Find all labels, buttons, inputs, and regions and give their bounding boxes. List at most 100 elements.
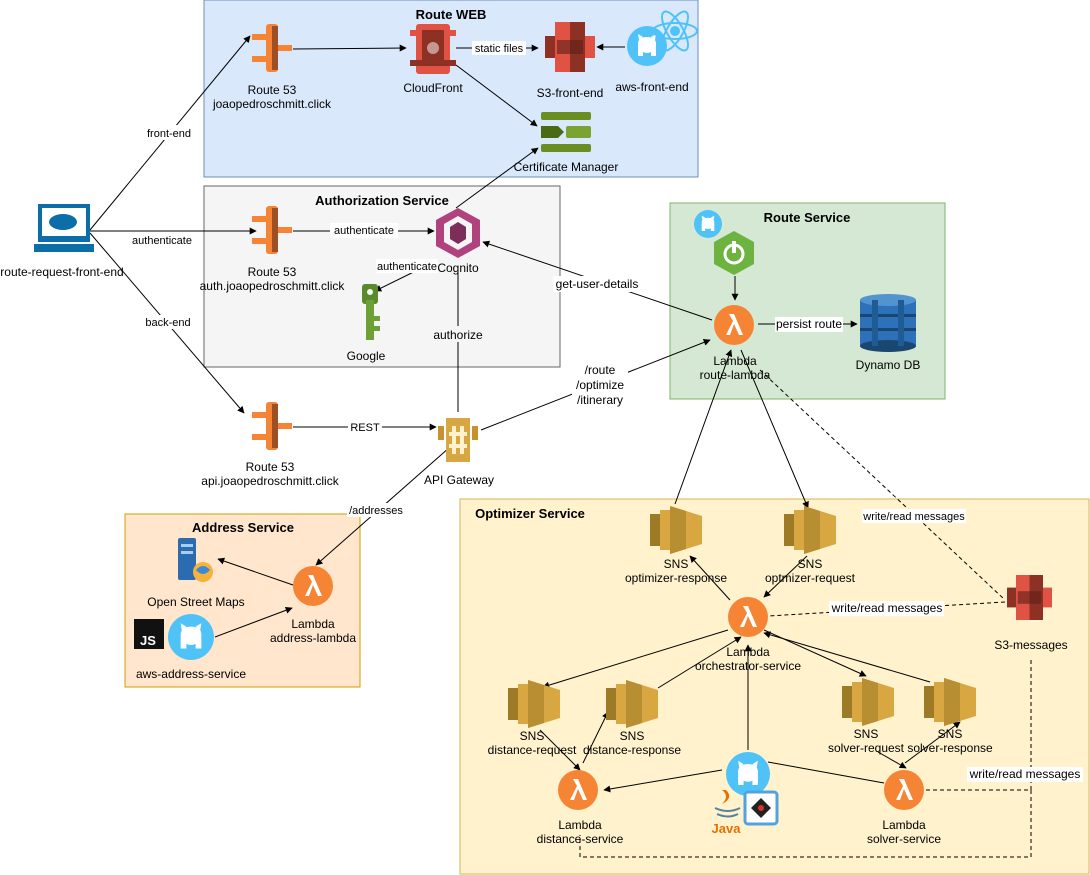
s3-front-end-label: S3-front-end: [537, 86, 604, 100]
solver-lambda-label: Lambda: [882, 818, 926, 832]
sns-distance-request-name: distance-request: [488, 743, 577, 757]
sns-optimizer-response-label: SNS: [664, 557, 689, 571]
dynamo-db-node[interactable]: Dynamo DB: [856, 294, 921, 372]
certificate-icon: [541, 112, 591, 152]
javascript-icon: [134, 619, 164, 649]
edge-label-authenticate-1: authenticate: [132, 235, 192, 247]
dashed-edges: [579, 369, 1032, 858]
sns-solver-response-node[interactable]: SNS solver-response: [907, 678, 993, 755]
edge-lambda-dist-resp: [582, 711, 609, 764]
client-label: route-request-front-end: [0, 265, 123, 279]
route-service-icons: [694, 210, 754, 275]
edge-label-addresses: /addresses: [349, 505, 403, 517]
orchestrator-lambda-node[interactable]: Lambda orchestrator-service: [695, 597, 801, 673]
edge-label-get-user-details: get-user-details: [556, 277, 639, 291]
sns-distance-response-node[interactable]: SNS distance-response: [583, 680, 681, 757]
distance-lambda-node[interactable]: Lambda distance-service: [537, 770, 624, 846]
lambda-icon: [884, 770, 924, 810]
cloudfront-node[interactable]: CloudFront: [403, 24, 463, 95]
lambda-icon: [728, 597, 768, 637]
address-lambda-node[interactable]: Lambda address-lambda: [270, 566, 356, 645]
sns-distance-response-name: distance-response: [583, 743, 681, 757]
edge-label-authenticate-2: authenticate: [334, 225, 394, 237]
aws-front-end-node[interactable]: aws-front-end: [615, 8, 698, 94]
solver-lambda-node[interactable]: Lambda solver-service: [867, 770, 941, 846]
edge-lambda-solv-resp: [904, 721, 961, 764]
edge-label-static-files: static files: [475, 43, 524, 55]
google-node[interactable]: Google: [347, 284, 386, 363]
lambda-icon: [714, 305, 754, 345]
optimizer-code-icons: Java: [712, 752, 779, 836]
distance-lambda-label: Lambda: [558, 818, 602, 832]
sns-solver-request-name: solver-request: [828, 741, 905, 755]
github-icon: [168, 614, 214, 660]
edge-gh-lambda: [214, 606, 293, 638]
sns-optimizer-request-node[interactable]: SNS optmizer-request: [765, 506, 856, 585]
cognito-node[interactable]: Cognito: [436, 208, 480, 275]
optimizer-title: Optimizer Service: [475, 506, 585, 521]
lambda-icon: [558, 770, 598, 810]
edge-label-rest: REST: [350, 422, 380, 434]
orchestrator-lambda-name: orchestrator-service: [695, 659, 801, 673]
github-icon: [726, 752, 770, 796]
sns-optimizer-request-name: optmizer-request: [765, 571, 856, 585]
sns-solver-request-node[interactable]: SNS solver-request: [828, 678, 905, 755]
route-web-group: [203, 0, 699, 178]
route-service-title: Route Service: [764, 210, 851, 225]
react-icon: [652, 10, 698, 52]
edge-addresses: [315, 439, 459, 566]
cloudfront-label: CloudFront: [403, 81, 463, 95]
api-gateway-node[interactable]: API Gateway: [424, 418, 494, 487]
github-icon: [694, 210, 722, 238]
route53-web-label: Route 53: [248, 83, 297, 97]
sns-distance-request-node[interactable]: SNS distance-request: [488, 680, 577, 757]
cognito-icon: [436, 208, 480, 258]
open-street-maps-node[interactable]: Open Street Maps: [147, 538, 245, 609]
route-lambda-name: route-lambda: [700, 368, 771, 382]
js-badge-text: JS: [140, 633, 156, 648]
github-icon: [627, 26, 667, 66]
edge-dist-resp-orch: [657, 636, 742, 689]
address-title: Address Service: [192, 520, 294, 535]
edge-label-route: /route: [585, 363, 616, 377]
route-lambda-node[interactable]: Lambda route-lambda: [700, 305, 771, 382]
edge-labels: front-end static files authenticate auth…: [128, 41, 1083, 782]
edge-s3-orchestrator: [767, 601, 1006, 617]
edge-label-rw-messages-2: write/read messages: [831, 601, 943, 615]
open-street-maps-label: Open Street Maps: [147, 595, 244, 609]
desktop-icon: [34, 204, 94, 252]
edge-opt-req-orch: [763, 555, 808, 598]
optaplanner-icon: [743, 790, 779, 826]
sns-distance-request-label: SNS: [520, 729, 545, 743]
s3-front-end-node[interactable]: S3-front-end: [537, 22, 604, 100]
java-icon: Java: [712, 790, 741, 836]
sns-optimizer-request-label: SNS: [798, 557, 823, 571]
edge-label-rw-messages-1: write/read messages: [862, 511, 965, 523]
route53-api-domain: api.joaopedroschmitt.click: [201, 474, 339, 488]
certificate-manager-node[interactable]: Certificate Manager: [514, 112, 619, 174]
s3-messages-node[interactable]: S3-messages: [994, 575, 1068, 652]
edge-label-itinerary: /itinerary: [577, 393, 623, 407]
route53-auth-node[interactable]: Route 53 auth.joaopedroschmitt.click: [200, 206, 346, 293]
edge-solv-resp-orch: [763, 631, 931, 683]
route53-web-node[interactable]: Route 53 joaopedroschmitt.click: [212, 24, 332, 111]
sns-solver-response-label: SNS: [938, 727, 963, 741]
route53-auth-label: Route 53: [248, 265, 297, 279]
dynamo-db-label: Dynamo DB: [856, 358, 921, 372]
edge-route-opt-req: [740, 349, 809, 509]
edge-java-dist: [603, 769, 723, 793]
address-lambda-label: Lambda: [291, 617, 335, 631]
edge-label-authorize: authorize: [433, 328, 483, 342]
edge-orch-dist-req: [542, 629, 729, 689]
aws-address-service-node[interactable]: JS aws-address-service: [134, 614, 246, 681]
aws-front-end-label: aws-front-end: [615, 80, 688, 94]
certificate-manager-label: Certificate Manager: [514, 160, 619, 174]
sns-solver-response-name: solver-response: [907, 741, 993, 755]
route53-api-label: Route 53: [246, 460, 295, 474]
sns-optimizer-response-node[interactable]: SNS optimizer-response: [625, 506, 727, 585]
route53-icon: [252, 402, 292, 450]
dynamodb-icon: [860, 294, 916, 352]
client-node[interactable]: route-request-front-end: [0, 204, 124, 279]
route53-api-node[interactable]: Route 53 api.joaopedroschmitt.click: [201, 402, 340, 488]
edge-s3-workers: [579, 789, 1032, 858]
